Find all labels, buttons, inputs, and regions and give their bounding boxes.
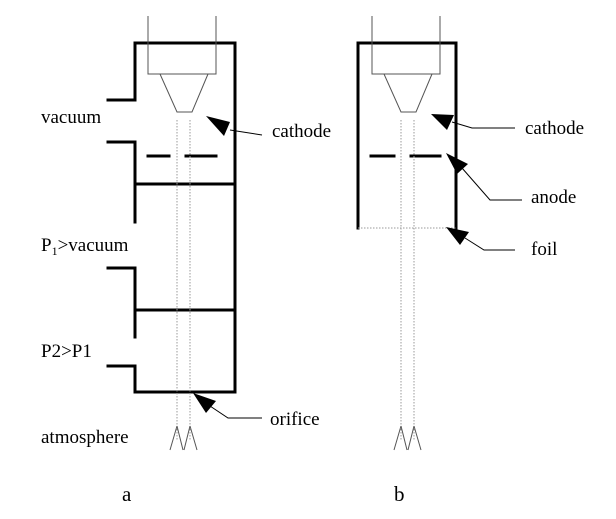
label-vacuum: vacuum <box>41 107 101 128</box>
panel-b-cathode-leader <box>451 121 515 129</box>
panel-b-electron-beam <box>400 120 415 440</box>
panel-a-beam-spread <box>169 425 198 451</box>
panel-b-label-foil: foil <box>531 239 557 260</box>
panel-a-left-wall-stage2 <box>106 266 137 339</box>
panel-b-anode-leader <box>461 167 522 201</box>
panel-b-caption: b <box>394 482 405 506</box>
panel-a-orifice-leader <box>209 405 262 419</box>
panel-a-cathode-leader <box>229 129 263 136</box>
panel-a-orifice-arrowhead <box>193 393 216 413</box>
panel-b-label-anode: anode <box>531 187 576 208</box>
panel-a-cathode-feed <box>147 16 217 75</box>
panel-b: cathode anode foil b <box>356 16 584 506</box>
panel-a-left-wall-stage1 <box>106 140 137 224</box>
panel-b-foil-arrowhead <box>446 227 469 245</box>
panel-a-cathode-arrowhead <box>206 116 230 136</box>
panel-a-label-cathode: cathode <box>272 121 331 142</box>
panel-a-left-wall-upper <box>106 41 137 102</box>
panel-b-beam-spread <box>393 425 422 451</box>
panel-a-left-wall-stage3 <box>106 364 137 394</box>
panel-b-foil-leader <box>464 237 515 251</box>
panel-b-housing <box>356 41 458 230</box>
panel-b-cathode-arrowhead <box>431 114 454 130</box>
panel-a-cathode-tip <box>159 73 209 113</box>
label-p2-p1: P2>P1 <box>41 341 92 362</box>
panel-a-caption: a <box>122 482 132 506</box>
panel-b-cathode-tip <box>383 73 433 113</box>
label-p1-vacuum: P1>vacuum <box>41 235 129 258</box>
panel-a: vacuum cathode P1>vacuum P2>P1 orifice a… <box>41 16 331 506</box>
panel-b-cathode-feed <box>371 16 441 75</box>
label-orifice: orifice <box>270 409 320 430</box>
label-atmosphere: atmosphere <box>41 427 129 448</box>
panel-a-electron-beam <box>176 120 191 440</box>
panel-b-label-cathode: cathode <box>525 118 584 139</box>
panel-b-anode-arrowhead <box>446 153 468 174</box>
